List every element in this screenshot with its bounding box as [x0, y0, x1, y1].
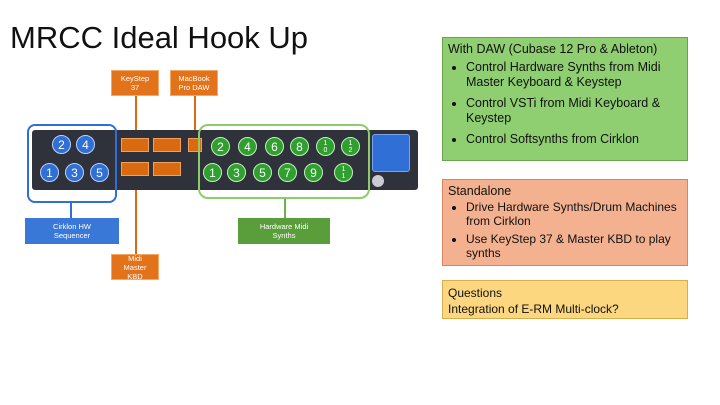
daw-item: Control Softsynths from Cirklon: [466, 132, 682, 147]
standalone-item: Use KeyStep 37 & Master KBD to play synt…: [466, 232, 682, 260]
port-green-5: 5: [253, 163, 272, 182]
port-label: 8: [296, 139, 303, 154]
daw-panel: With DAW (Cubase 12 Pro & Ableton) Contr…: [442, 37, 688, 161]
port-label: 3: [71, 165, 78, 180]
standalone-list: Drive Hardware Synths/Drum Machines from…: [448, 200, 682, 260]
connector-hardware-synths: [284, 198, 286, 218]
port-label: 10: [323, 139, 328, 154]
port-label: 2: [217, 139, 224, 154]
device-screen: [372, 134, 410, 172]
slide-title: MRCC Ideal Hook Up: [10, 20, 309, 55]
port-green-3: 3: [227, 163, 246, 182]
daw-item: Control VSTi from Midi Keyboard & Keyste…: [466, 96, 682, 126]
port-green-4: 4: [238, 137, 257, 156]
port-green-10: 10: [316, 137, 335, 156]
port-label: 7: [284, 165, 291, 180]
keystep-label: KeyStep 37: [111, 70, 159, 96]
port-green-7: 7: [278, 163, 297, 182]
port-blue-5: 5: [90, 163, 109, 182]
hardware-synths-label: Hardware Midi Synths: [238, 218, 330, 244]
daw-item: Control Hardware Synths from Midi Master…: [466, 60, 682, 90]
jack-bottom-1: [121, 162, 149, 176]
macbook-label: MacBook Pro DAW: [170, 70, 218, 96]
port-green-1: 1: [203, 163, 222, 182]
port-green-9: 9: [304, 163, 323, 182]
port-label: 9: [310, 165, 317, 180]
midi-master-label: Midi Master KBD: [111, 254, 159, 281]
port-blue-1: 1: [40, 163, 59, 182]
port-label: 4: [244, 139, 251, 154]
port-label: 12: [348, 139, 353, 154]
green-port-group-outline: [198, 124, 370, 199]
standalone-heading: Standalone: [448, 184, 512, 198]
port-green-2: 2: [211, 137, 230, 156]
connector-cirklon: [70, 202, 72, 218]
port-label: 2: [58, 137, 65, 152]
port-label: 5: [96, 165, 103, 180]
blue-port-group-outline: [27, 124, 117, 203]
standalone-item: Drive Hardware Synths/Drum Machines from…: [466, 200, 682, 228]
jack-top-1: [121, 138, 149, 152]
port-green-11: 11: [334, 163, 353, 182]
port-label: 6: [271, 139, 278, 154]
standalone-panel: Standalone Drive Hardware Synths/Drum Ma…: [442, 179, 688, 266]
port-label: 3: [233, 165, 240, 180]
port-blue-2: 2: [52, 135, 71, 154]
connector-keystep: [135, 95, 137, 135]
port-label: 5: [259, 165, 266, 180]
cirklon-label: Cirklon HW Sequencer: [25, 218, 119, 244]
port-blue-4: 4: [76, 135, 95, 154]
daw-heading: With DAW (Cubase 12 Pro & Ableton): [448, 42, 658, 56]
port-label: 11: [341, 165, 346, 180]
port-blue-3: 3: [65, 163, 84, 182]
port-green-12: 12: [341, 137, 360, 156]
port-label: 4: [82, 137, 89, 152]
connector-midi-master: [135, 175, 137, 255]
mrcc-device: 2 4 1 3 5 2 4 6 8 10 12 1 3 5 7 9 11: [32, 130, 418, 190]
jack-top-2: [153, 138, 181, 152]
questions-body: Integration of E-RM Multi-clock?: [448, 302, 619, 316]
device-knob: [372, 175, 384, 187]
port-green-6: 6: [265, 137, 284, 156]
port-label: 1: [209, 165, 216, 180]
questions-panel: Questions Integration of E-RM Multi-cloc…: [442, 280, 688, 319]
daw-list: Control Hardware Synths from Midi Master…: [448, 60, 682, 147]
questions-heading: Questions: [448, 286, 503, 300]
port-green-8: 8: [290, 137, 309, 156]
connector-macbook: [194, 95, 196, 135]
jack-bottom-2: [153, 162, 181, 176]
port-label: 1: [46, 165, 53, 180]
